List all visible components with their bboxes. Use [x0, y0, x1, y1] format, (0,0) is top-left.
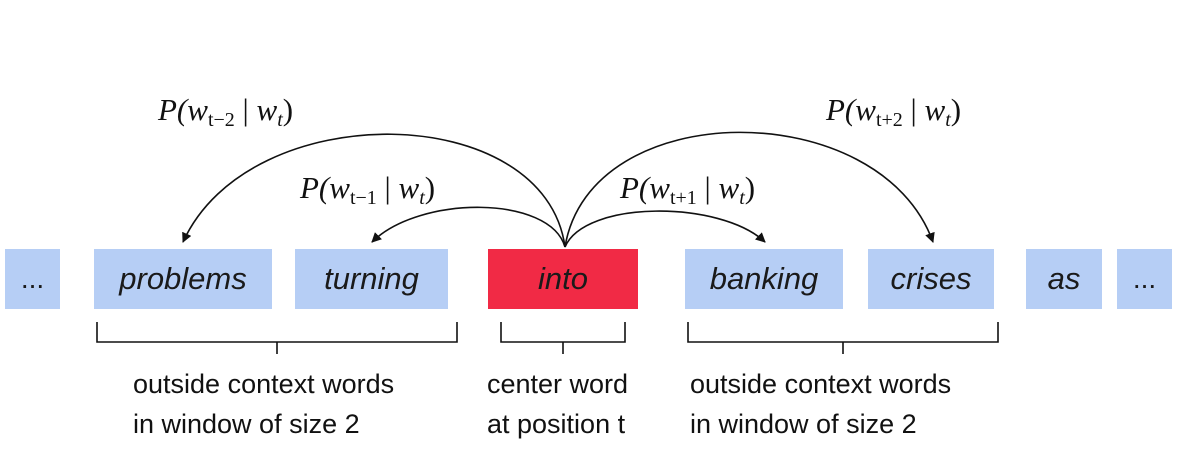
caption-center: center word at position t	[487, 364, 628, 444]
formula-t-plus-2: P(wt+2 | wt)	[826, 92, 962, 131]
caption-right-line1: outside context words	[690, 369, 952, 399]
caption-right-line2: in window of size 2	[690, 409, 917, 439]
arrow-to-crises	[564, 131, 935, 248]
word-ellipsis-right: ...	[1117, 249, 1172, 309]
caption-center-line2: at position t	[487, 409, 626, 439]
word-as: as	[1026, 249, 1102, 309]
caption-center-line1: center word	[487, 369, 629, 399]
formula-t-minus-1: P(wt−1 | wt)	[300, 170, 436, 209]
word-problems: problems	[94, 249, 272, 309]
caption-right: outside context words in window of size …	[690, 364, 951, 444]
arrow-to-problems	[182, 133, 566, 248]
bracket-center	[500, 322, 626, 354]
bracket-left	[96, 322, 458, 354]
word-turning: turning	[295, 249, 448, 309]
word-banking: banking	[685, 249, 843, 309]
caption-left-line1: outside context words	[133, 369, 395, 399]
caption-left-line2: in window of size 2	[133, 409, 360, 439]
bracket-right	[687, 322, 999, 354]
arrow-to-banking	[564, 210, 766, 248]
caption-left: outside context words in window of size …	[133, 364, 394, 444]
word-ellipsis-left: ...	[5, 249, 60, 309]
formula-t-minus-2: P(wt−2 | wt)	[158, 92, 294, 131]
formula-t-plus-1: P(wt+1 | wt)	[620, 170, 756, 209]
word-crises: crises	[868, 249, 994, 309]
arrow-to-turning	[371, 206, 566, 248]
word-into-center: into	[488, 249, 638, 309]
